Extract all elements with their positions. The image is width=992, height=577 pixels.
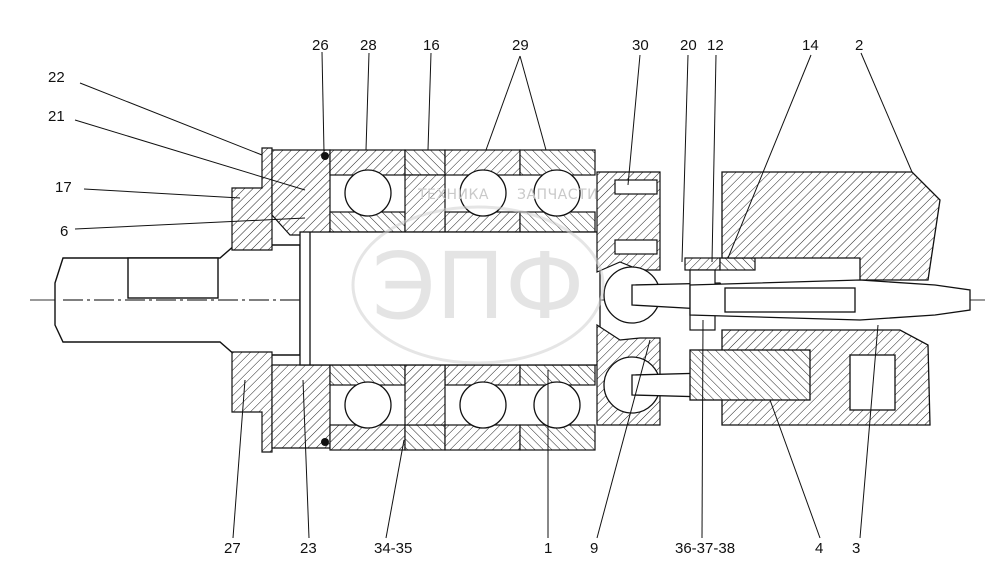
callout-1: 1 — [544, 540, 552, 557]
callout-labels: 22 21 17 6 26 28 16 29 30 20 12 14 2 27 … — [48, 37, 863, 557]
callout-9: 9 — [590, 540, 598, 557]
callout-21: 21 — [48, 108, 65, 125]
watermark-logo: ЭПФ — [351, 205, 605, 365]
callout-3: 3 — [852, 540, 860, 557]
callout-22: 22 — [48, 69, 65, 86]
seal-rings — [321, 152, 329, 446]
output-shaft — [54, 244, 301, 356]
callout-17: 17 — [55, 179, 72, 196]
end-cover — [231, 147, 331, 453]
callout-36-37-38: 36-37-38 — [675, 540, 735, 557]
callout-27: 27 — [224, 540, 241, 557]
callout-30: 30 — [632, 37, 649, 54]
callout-12: 12 — [707, 37, 724, 54]
leader-lines — [74, 51, 913, 539]
callout-28: 28 — [360, 37, 377, 54]
cylinder-block — [689, 171, 941, 426]
callout-26: 26 — [312, 37, 329, 54]
callout-29: 29 — [512, 37, 529, 54]
callout-34-35: 34-35 — [374, 540, 412, 557]
callout-4: 4 — [815, 540, 823, 557]
watermark-caption-right: ЗАПЧАСТИ — [517, 187, 598, 203]
callout-14: 14 — [802, 37, 819, 54]
bearing-balls — [344, 169, 581, 429]
watermark-caption-left: ТЕХНИКА — [417, 187, 489, 203]
callout-20: 20 — [680, 37, 697, 54]
center-pin — [689, 279, 971, 321]
callout-2: 2 — [855, 37, 863, 54]
callout-23: 23 — [300, 540, 317, 557]
watermark-brand: ЭПФ — [372, 233, 585, 340]
callout-6: 6 — [60, 223, 68, 240]
callout-16: 16 — [423, 37, 440, 54]
